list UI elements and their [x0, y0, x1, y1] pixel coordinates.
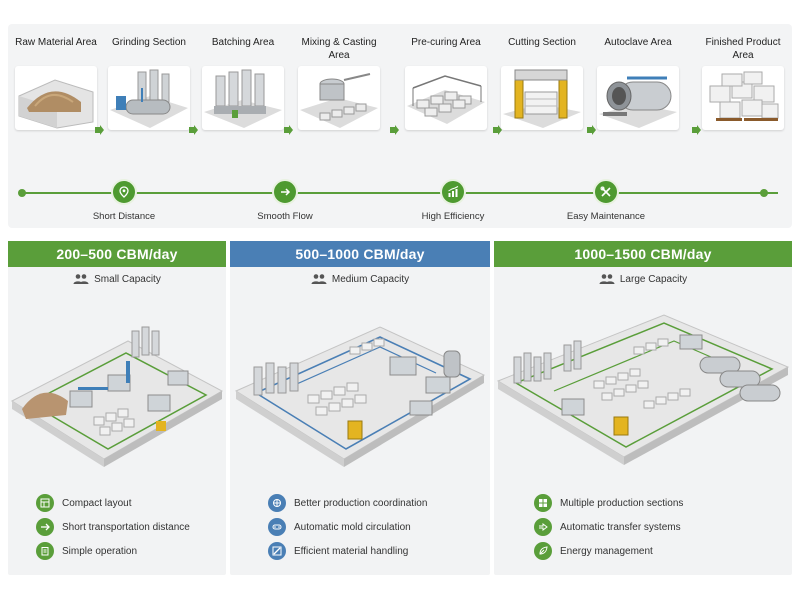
capacity-size: Large Capacity — [494, 267, 792, 291]
coordination-icon — [268, 494, 286, 512]
feature-list: Better production coordination Automatic… — [230, 491, 490, 563]
clipboard-icon — [36, 542, 54, 560]
feature-item: Efficient material handling — [230, 539, 490, 563]
medium-plant-layout-image — [230, 291, 490, 481]
arrow-right-icon — [272, 179, 298, 205]
stage-title: Pre-curing Area — [411, 37, 481, 48]
flow-arrow-icon — [95, 125, 104, 135]
benefit-label: Smooth Flow — [257, 211, 313, 222]
stage-cutting: Cutting Section — [498, 24, 586, 130]
feature-text: Multiple production sections — [560, 497, 684, 509]
stage-title: Mixing & Casting Area — [301, 37, 377, 61]
flow-arrow-icon — [493, 125, 502, 135]
timeline-end-dot — [760, 189, 768, 197]
capacity-card-small: 200–500 CBM/day Small Capacity — [8, 241, 226, 575]
benefit-label: Easy Maintenance — [566, 211, 646, 222]
stage-title: Grinding Section — [112, 37, 186, 48]
capacity-size-label: Small Capacity — [94, 273, 161, 285]
feature-text: Automatic mold circulation — [294, 521, 411, 533]
feature-list: Compact layout Short transportation dist… — [8, 491, 226, 563]
block-stack-icon — [702, 66, 784, 130]
stage-title: Finished Product Area — [705, 37, 781, 61]
cutting-machine-icon — [501, 66, 583, 130]
capacity-size-label: Large Capacity — [619, 273, 688, 285]
feature-item: Automatic transfer systems — [494, 515, 792, 539]
location-pin-icon — [111, 179, 137, 205]
capacity-range: 200–500 CBM/day — [8, 241, 226, 267]
transport-arrow-icon — [36, 518, 54, 536]
stage-raw-material: Raw Material Area — [12, 24, 100, 130]
feature-text: Automatic transfer systems — [560, 521, 681, 533]
benefit-label: High Efficiency — [421, 211, 485, 222]
tools-icon — [593, 179, 619, 205]
benefit-label: Short Distance — [92, 211, 156, 222]
feature-item: Automatic mold circulation — [230, 515, 490, 539]
stage-autoclave: Autoclave Area — [594, 24, 682, 130]
capacity-card-medium: 500–1000 CBM/day Medium Capacity — [230, 241, 490, 575]
users-icon — [311, 274, 327, 284]
stage-mixing-casting: Mixing & Casting Area — [295, 24, 383, 130]
stage-title: Batching Area — [211, 37, 275, 48]
flow-arrow-icon — [189, 125, 198, 135]
curing-rack-icon — [405, 66, 487, 130]
silo-icon — [202, 66, 284, 130]
feature-list: Multiple production sections Automatic t… — [494, 491, 792, 563]
energy-leaf-icon — [534, 542, 552, 560]
capacity-range: 500–1000 CBM/day — [230, 241, 490, 267]
feature-item: Short transportation distance — [8, 515, 226, 539]
flow-arrow-icon — [284, 125, 293, 135]
small-plant-layout-image — [8, 291, 226, 481]
timeline-line — [22, 192, 778, 194]
large-plant-layout-image — [494, 291, 792, 481]
stage-pre-curing: Pre-curing Area — [402, 24, 490, 130]
feature-text: Short transportation distance — [62, 521, 190, 533]
feature-item: Better production coordination — [230, 491, 490, 515]
layout-icon — [36, 494, 54, 512]
capacity-card-large: 1000–1500 CBM/day Large Capacity — [494, 241, 792, 575]
feature-text: Compact layout — [62, 497, 132, 509]
stage-title: Raw Material Area — [15, 37, 97, 48]
sections-icon — [534, 494, 552, 512]
process-flow-panel: Raw Material Area Grinding Section — [8, 24, 792, 228]
feature-item: Compact layout — [8, 491, 226, 515]
stage-batching: Batching Area — [199, 24, 287, 130]
feature-item: Energy management — [494, 539, 792, 563]
growth-chart-icon — [440, 179, 466, 205]
feature-item: Simple operation — [8, 539, 226, 563]
conveyor-icon — [268, 518, 286, 536]
feature-item: Multiple production sections — [494, 491, 792, 515]
capacity-size: Small Capacity — [8, 267, 226, 291]
stage-grinding: Grinding Section — [105, 24, 193, 130]
flow-arrow-icon — [390, 125, 399, 135]
ball-mill-icon — [108, 66, 190, 130]
feature-text: Energy management — [560, 545, 653, 557]
sand-pile-icon — [15, 66, 97, 130]
stage-finished-product: Finished Product Area — [699, 24, 787, 130]
flow-arrow-icon — [692, 125, 701, 135]
feature-text: Efficient material handling — [294, 545, 409, 557]
capacity-size: Medium Capacity — [230, 267, 490, 291]
stage-title: Autoclave Area — [604, 37, 672, 48]
capacity-size-label: Medium Capacity — [331, 273, 410, 285]
capacity-range: 1000–1500 CBM/day — [494, 241, 792, 267]
feature-text: Simple operation — [62, 545, 138, 557]
autoclave-icon — [597, 66, 679, 130]
users-icon — [73, 274, 89, 284]
handling-icon — [268, 542, 286, 560]
transfer-icon — [534, 518, 552, 536]
mixer-icon — [298, 66, 380, 130]
users-icon — [599, 274, 615, 284]
flow-arrow-icon — [587, 125, 596, 135]
feature-text: Better production coordination — [294, 497, 428, 509]
stage-title: Cutting Section — [508, 37, 576, 48]
